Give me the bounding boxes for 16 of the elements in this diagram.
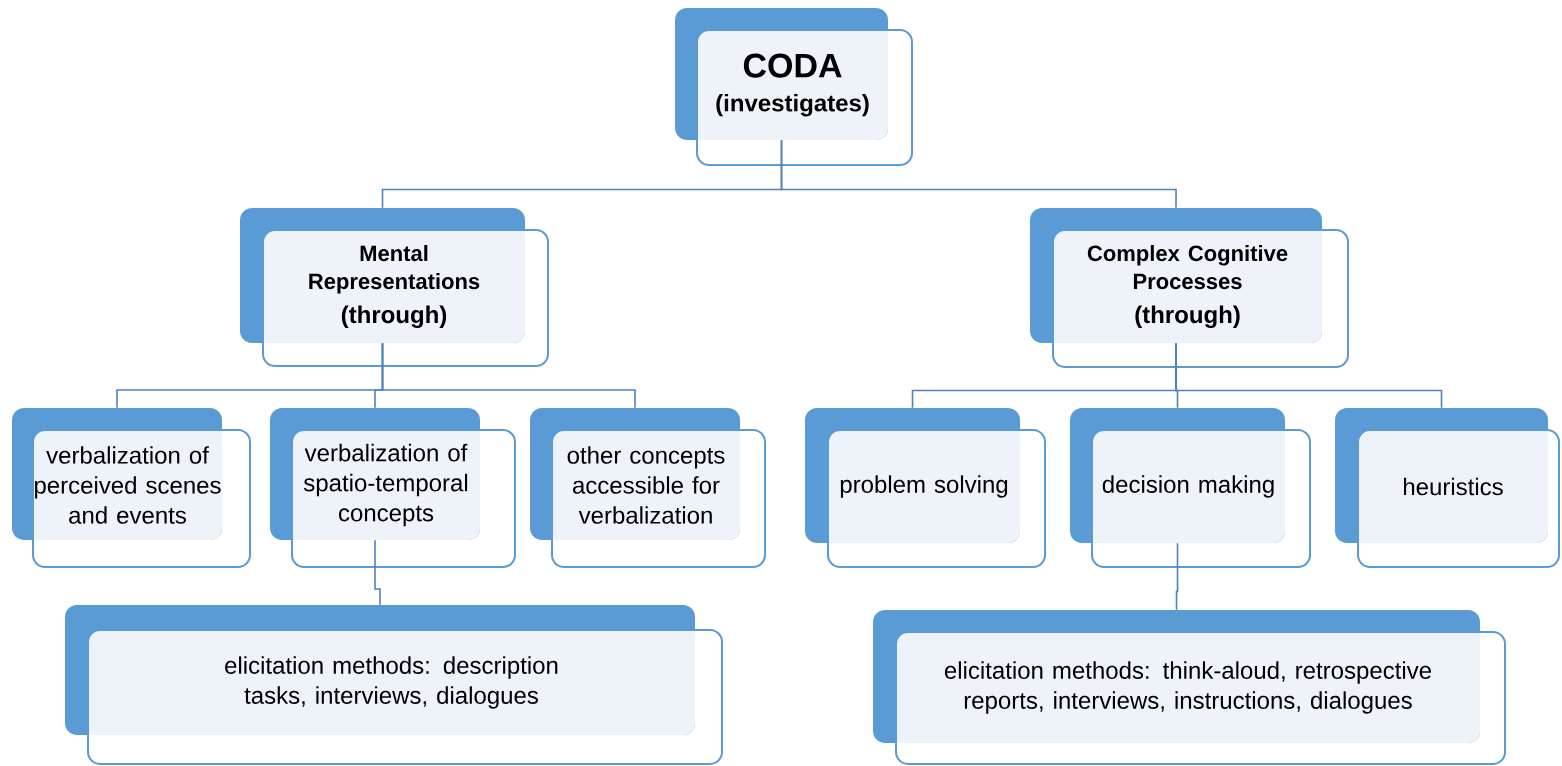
connector-line — [1175, 542, 1179, 611]
process-box: Complex Cognitive Processes (through) — [1030, 208, 1349, 368]
connector-line — [374, 539, 381, 606]
process-box: elicitation methods: description tasks, interviews, dialogues — [65, 605, 723, 765]
process-box: decision making — [1070, 408, 1311, 568]
process-box: elicitation methods: think-aloud, retrospective reports, interviews, instructions, dialogues — [873, 610, 1506, 765]
process-box: Mental Representations (through) — [240, 208, 549, 367]
process-box: other concepts accessible for verbalization — [530, 408, 766, 568]
connector-line — [1175, 342, 1443, 409]
process-box: heuristics — [1335, 408, 1560, 568]
process-box: verbalization of spatio-temporal concepts — [270, 408, 516, 568]
process-box: verbalization of perceived scenes and events — [12, 408, 251, 568]
process-box: CODA (investigates) — [675, 8, 913, 166]
connector-line — [780, 139, 1177, 209]
connector-line — [381, 342, 636, 409]
process-box: problem solving — [805, 408, 1046, 568]
